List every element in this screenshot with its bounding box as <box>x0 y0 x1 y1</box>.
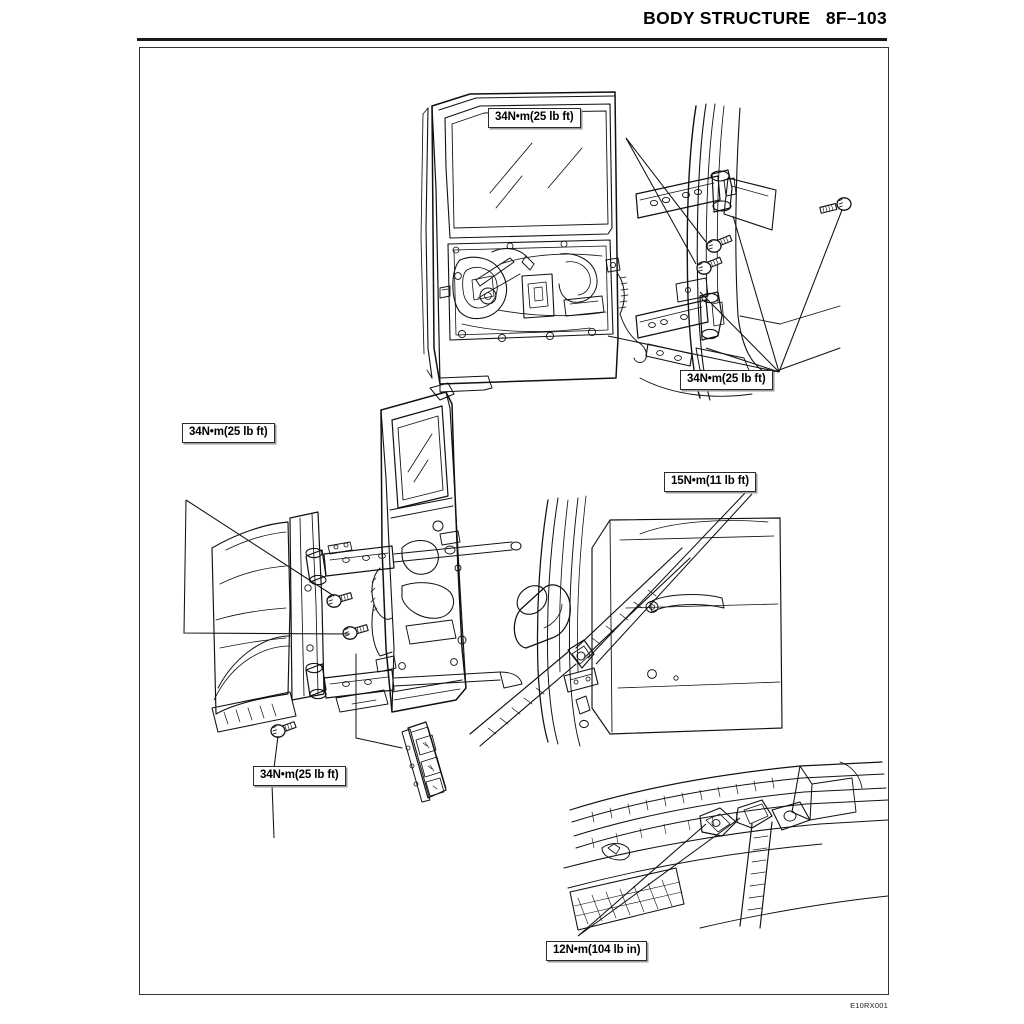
callout-rear-door-upper-hinge-torque: 34N•m(25 lb ft) <box>488 108 581 129</box>
callout-seat-belt-anchor-torque: 15N•m(11 lb ft) <box>664 472 756 493</box>
leader-lines-side-door-upper <box>183 499 351 635</box>
leader-lines-seat-belt-anchor <box>587 491 753 665</box>
illustration-side-door-assembly <box>211 382 523 803</box>
illustration-rear-door-assembly <box>420 91 647 393</box>
illustration-rear-door-hinge-detail <box>635 103 852 401</box>
leader-lines-seat-belt-sill <box>577 817 741 937</box>
figure-code-label: E10RX001 <box>850 1001 888 1010</box>
callout-rear-door-lower-hinge-torque: 34N•m(25 lb ft) <box>680 370 773 391</box>
callout-seat-belt-sill-torque: 12N•m(104 lb in) <box>546 941 648 962</box>
leader-lines-side-door-lower <box>271 735 279 839</box>
callout-side-door-upper-hinge-torque: 34N•m(25 lb ft) <box>182 423 275 444</box>
callout-side-door-lower-hinge-torque: 34N•m(25 lb ft) <box>253 766 346 787</box>
page-header: BODY STRUCTURE 8F–103 <box>137 8 887 42</box>
figure-frame: 34N•m(25 lb ft) 34N•m(25 lb ft) 34N•m(25… <box>139 47 889 1010</box>
leader-lines-rear-door-lower <box>607 209 843 373</box>
header-divider <box>137 38 887 41</box>
illustration-seat-belt-anchor-detail <box>469 495 783 747</box>
technical-illustration-canvas <box>183 91 889 937</box>
illustration-seat-belt-sill-detail <box>563 761 889 931</box>
rear-door-lower-bracket <box>645 343 713 386</box>
page-title: BODY STRUCTURE 8F–103 <box>643 8 887 28</box>
leader-lines-rear-door-upper <box>625 137 707 265</box>
